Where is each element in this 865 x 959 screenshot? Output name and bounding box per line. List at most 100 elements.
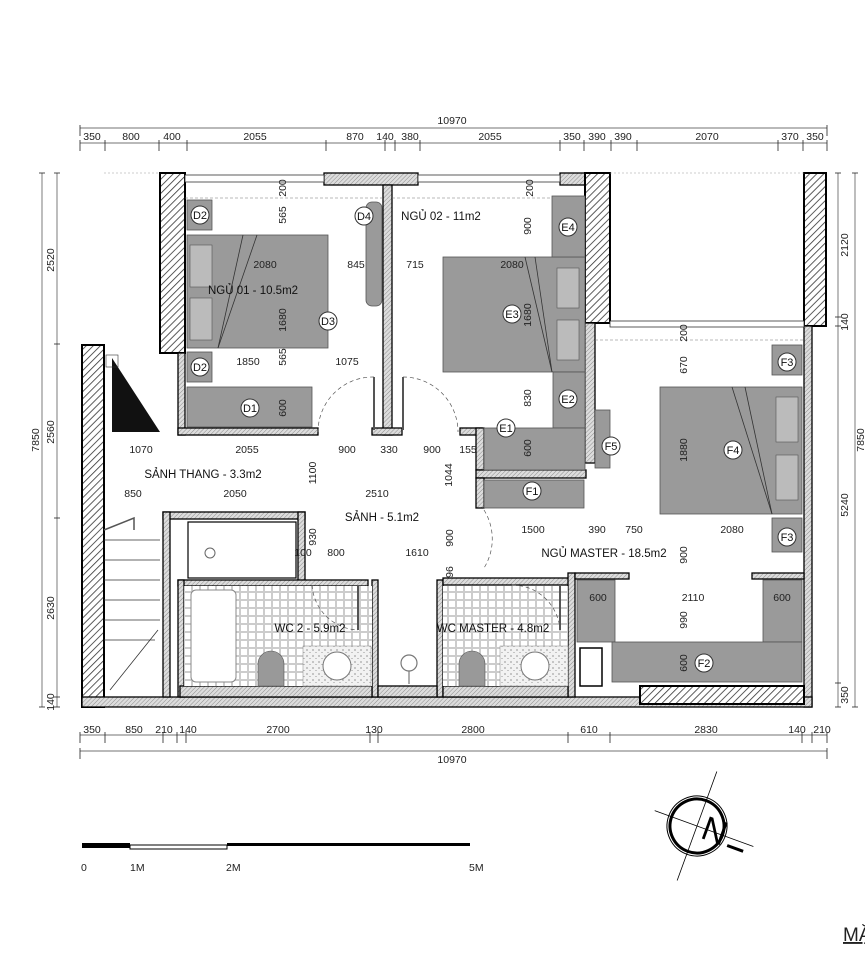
dimension-top: 370 — [781, 131, 799, 143]
doors — [311, 376, 561, 631]
dimension-interior: 600 — [277, 399, 289, 417]
dimension-top: 390 — [614, 131, 632, 143]
windows — [104, 172, 805, 341]
dimension-interior: 670 — [678, 356, 690, 374]
dimension-left: 140 — [45, 693, 57, 711]
furniture-tag-marker — [496, 418, 516, 438]
furniture-tag: D2 — [193, 362, 207, 374]
dimension-interior: 2080 — [720, 524, 744, 536]
scale-label: 5M — [469, 862, 484, 874]
drawing-title: MẶ — [843, 925, 865, 946]
furniture-tag-marker — [777, 527, 797, 547]
furniture-tag-marker — [558, 389, 578, 409]
dimension-interior: 900 — [423, 444, 441, 456]
furniture-tag: D2 — [193, 210, 207, 222]
dimension-interior: 2110 — [682, 592, 705, 604]
dimension-interior: 155 — [459, 444, 477, 456]
dimension-interior: 200 — [524, 179, 536, 197]
room-label: NGỦ 02 - 11m2 — [401, 210, 481, 223]
dimension-interior: 2080 — [253, 259, 277, 271]
furniture-tag: E3 — [505, 309, 518, 321]
scale-label: 2M — [226, 862, 241, 874]
dimension-interior: 200 — [678, 324, 690, 342]
dimension-interior: 750 — [625, 524, 643, 536]
dimension-interior: 600 — [589, 592, 607, 604]
dimension-bottom: 2800 — [461, 724, 485, 736]
dimension-bottom: 210 — [813, 724, 831, 736]
furniture-tag: F5 — [605, 441, 618, 453]
dimension-interior: 1850 — [236, 356, 260, 368]
dimension-interior: 2055 — [235, 444, 259, 456]
furniture-tag-marker — [601, 436, 621, 456]
furniture-tag-marker — [777, 352, 797, 372]
dimension-interior: 565 — [277, 348, 289, 366]
dimension-top: 140 — [376, 131, 394, 143]
dimension-top: 800 — [122, 131, 140, 143]
furniture-tag: E2 — [561, 394, 574, 406]
dimension-interior: 1100 — [307, 462, 319, 485]
dimension-top: 350 — [563, 131, 581, 143]
walls — [81, 172, 827, 708]
dimension-total: 10970 — [437, 754, 466, 766]
dimension-top: 350 — [83, 131, 101, 143]
scale-label: 1M — [130, 862, 145, 874]
room-label: NGỦ 01 - 10.5m2 — [208, 284, 298, 297]
dimension-left: 2560 — [45, 420, 57, 444]
dimension-interior: 1880 — [678, 438, 690, 462]
dimension-interior: 990 — [678, 611, 690, 629]
dimension-interior: 1070 — [129, 444, 153, 456]
dimension-interior: 1500 — [521, 524, 545, 536]
dimension-top: 400 — [163, 131, 181, 143]
furniture-tag: F3 — [781, 532, 794, 544]
dimension-top: 870 — [346, 131, 364, 143]
dimension-interior: 900 — [444, 529, 456, 547]
dimension-bottom: 2700 — [266, 724, 290, 736]
room-label: NGỦ MASTER - 18.5m2 — [541, 547, 666, 560]
furniture-tag-marker — [502, 304, 522, 324]
dimension-interior: 1680 — [277, 308, 289, 332]
dimension-interior: 2080 — [500, 259, 524, 271]
room-label: SẢNH THANG - 3.3m2 — [144, 468, 261, 481]
north-arrow-icon: N — [654, 771, 754, 881]
desk-d4 — [365, 201, 383, 307]
scale-bar: 0 1M 2M 5M — [81, 843, 484, 874]
dimension-interior: 900 — [522, 217, 534, 235]
dimension-top: 390 — [588, 131, 606, 143]
dimension-interior: 845 — [347, 259, 365, 271]
dimension-right: 2120 — [839, 233, 851, 257]
dimension-interior: 390 — [588, 524, 606, 536]
furniture-tag-marker — [354, 206, 374, 226]
dimension-bottom: 610 — [580, 724, 598, 736]
dimension-top: 2055 — [478, 131, 502, 143]
dimension-interior: 600 — [678, 654, 690, 672]
dimension-left: 2630 — [45, 596, 57, 620]
dimension-top: 2070 — [695, 131, 719, 143]
furniture-tag: F4 — [727, 445, 740, 457]
dimension-top: 380 — [401, 131, 419, 143]
furniture — [103, 195, 803, 691]
dimension-interior: 1075 — [335, 356, 359, 368]
furniture-tag: E4 — [561, 222, 574, 234]
furniture-tag: F1 — [526, 486, 539, 498]
furniture-tag-marker — [694, 653, 714, 673]
furniture-tag: D3 — [321, 316, 335, 328]
dimension-bottom: 350 — [83, 724, 101, 736]
room-label: WC MASTER - 4.8m2 — [437, 623, 549, 635]
furniture-tag-marker — [318, 311, 338, 331]
dimension-interior: 900 — [338, 444, 356, 456]
dimension-interior: 715 — [406, 259, 424, 271]
dimension-interior: 1680 — [522, 303, 534, 327]
room-label: WC 2 - 5.9m2 — [275, 623, 346, 635]
dimension-total: 7850 — [30, 428, 42, 452]
dimension-left: 2520 — [45, 248, 57, 272]
dimension-interior: 565 — [277, 206, 289, 224]
dimension-bottom: 210 — [155, 724, 173, 736]
dimension-interior: 100 — [294, 547, 312, 559]
dimension-right: 140 — [839, 313, 851, 331]
dimension-interior: 600 — [773, 592, 791, 604]
furniture-tag: D1 — [243, 403, 257, 415]
dimension-right: 350 — [839, 686, 851, 704]
dimension-bottom: 140 — [179, 724, 197, 736]
dimension-interior: 2050 — [223, 488, 247, 500]
